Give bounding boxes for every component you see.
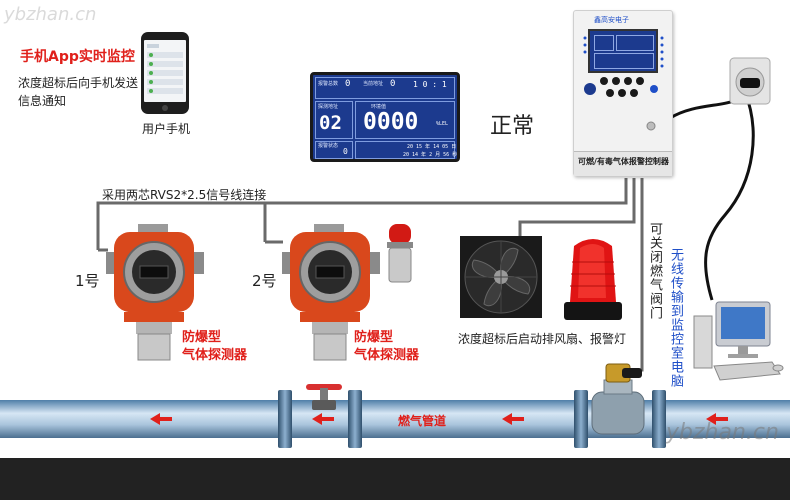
- exhaust-fan-icon: [460, 236, 542, 318]
- lcd-label-env-value: 环境值: [371, 104, 387, 110]
- app-monitor-title: 手机App实时监控: [20, 49, 135, 65]
- lcd-box-value: [355, 101, 455, 139]
- phone-label: 用户手机: [142, 122, 191, 136]
- smartphone-icon: [141, 32, 189, 114]
- gas-detector-2: [282, 224, 380, 361]
- detector-1-number: 1号: [75, 272, 100, 290]
- lcd-box-datetime: [355, 141, 455, 159]
- app-notice-line1: 浓度超标后向手机发送: [18, 76, 139, 90]
- lcd-label-alarm-status: 报警状态: [318, 143, 339, 149]
- wireless-caption: 无线传输到监控室电脑: [668, 248, 683, 388]
- controller-keypad: [583, 36, 664, 97]
- lcd-value-alarm-total: 0: [345, 79, 351, 89]
- lcd-label-alarm-total: 报警总数: [318, 81, 339, 87]
- monitoring-computer-icon: [693, 301, 784, 381]
- controller-screen: [588, 29, 658, 73]
- lcd-label-probe-addr: 探测地址: [318, 104, 339, 110]
- lcd-label-current-addr: 当前地址: [363, 81, 384, 87]
- lcd-value-concentration: 0000: [363, 109, 419, 135]
- alarm-controller-unit: 鑫高安电子 可燃/有毒气体报警控制器: [573, 10, 673, 176]
- watermark-bottom: ybzhan.cn: [666, 420, 779, 445]
- lcd-box-status: [315, 141, 353, 159]
- manual-valve-icon: [306, 384, 342, 410]
- gas-pipe-label: 燃气管道: [398, 414, 447, 428]
- watermark-top: ybzhan.cn: [4, 4, 97, 25]
- lcd-value-status: 0: [343, 147, 348, 156]
- alarm-beacon-icon: [564, 239, 622, 320]
- valve-caption: 可关闭燃气阀门: [647, 222, 662, 320]
- controller-screw-icon: [646, 121, 656, 131]
- lcd-value-current-addr: 0: [390, 79, 396, 89]
- lcd-value-address: 02: [319, 112, 342, 134]
- detector-1-type-line2: 气体探测器: [182, 348, 248, 363]
- gas-pipe: [0, 390, 790, 448]
- detector-2-type-line1: 防爆型: [354, 330, 394, 345]
- status-normal-text: 正常: [490, 114, 535, 139]
- detector-2-number: 2号: [252, 272, 277, 290]
- power-socket-icon: [729, 57, 771, 105]
- detector-alarm-light-icon: [387, 224, 413, 283]
- lcd-display-panel: 报警总数 0 当前地址 0 1 0 : 1 探测地址 02 环境值 0000 %…: [310, 72, 460, 162]
- lcd-row-top: [315, 77, 455, 99]
- controller-name-label: 可燃/有毒气体报警控制器: [578, 157, 669, 166]
- controller-brand: 鑫高安电子: [594, 16, 629, 24]
- detector-1-type-line1: 防爆型: [182, 330, 222, 345]
- detector-2-type-line2: 气体探测器: [354, 348, 420, 363]
- lcd-value-time: 20 14 年 2 月 56 秒: [403, 152, 458, 158]
- fan-light-caption: 浓度超标后启动排风扇、报警灯: [458, 332, 627, 346]
- lcd-box-address: [315, 101, 353, 139]
- lcd-value-unit: %LEL: [436, 121, 449, 127]
- wiring-label: 采用两芯RVS2*2.5信号线连接: [102, 188, 267, 202]
- solenoid-valve-icon: [591, 363, 645, 435]
- lcd-value-date: 20 15 年 14 05 日: [407, 144, 457, 150]
- controller-label-strip: [574, 151, 672, 176]
- app-notice-line2: 信息通知: [18, 94, 67, 108]
- gas-detector-1: [106, 224, 204, 361]
- bottom-bar: [0, 458, 790, 500]
- lcd-value-ratio: 1 0 : 1: [413, 80, 447, 89]
